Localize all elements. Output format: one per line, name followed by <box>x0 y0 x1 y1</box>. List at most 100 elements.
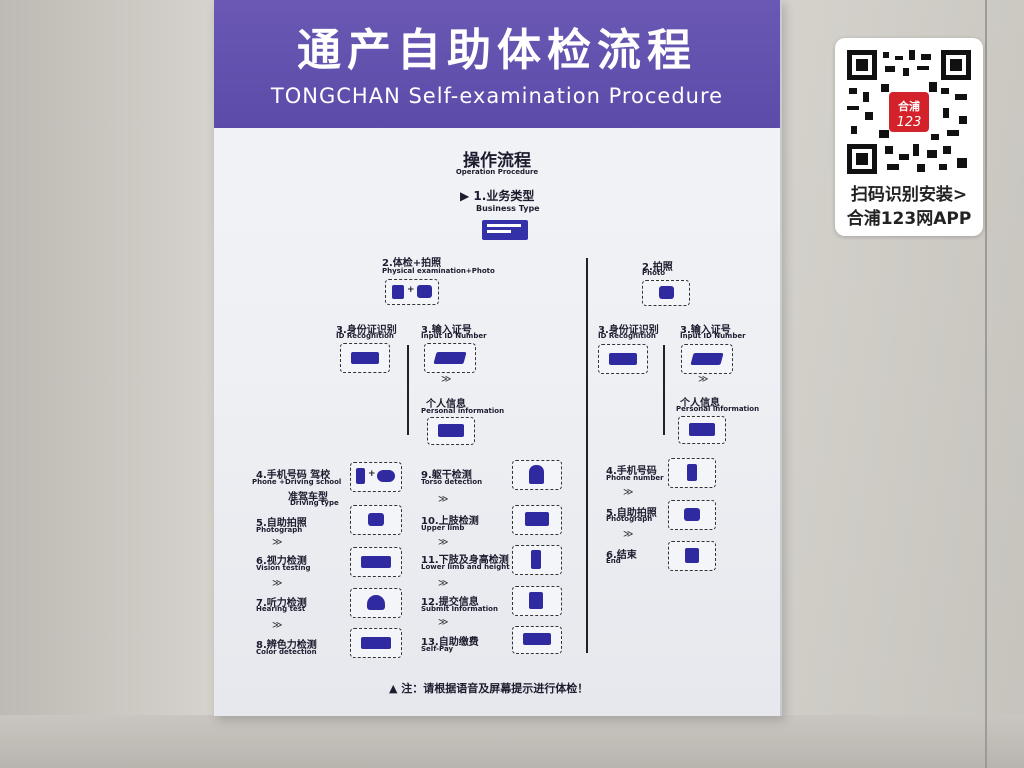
main-divider-line <box>586 258 588 653</box>
left-id-card-box <box>340 343 390 373</box>
phone-icon <box>687 464 697 481</box>
keypad-icon <box>690 353 724 365</box>
camera-icon <box>659 286 674 299</box>
left-personal-box <box>427 417 475 445</box>
right-personal-info-en: Personal information <box>676 405 760 413</box>
step9-en: Torso detection <box>421 478 483 486</box>
right-end-en: End <box>606 557 621 565</box>
step10-cn: 10.上肢检测 <box>421 516 479 527</box>
upper-limb-box <box>512 505 562 535</box>
left-personal-info-en: Personal information <box>421 407 505 415</box>
left-keypad-box <box>424 343 476 373</box>
car-icon <box>377 470 395 482</box>
hearing-box <box>350 588 402 618</box>
right-input-id-en: Input ID Number <box>680 332 746 340</box>
form-edit-icon <box>685 548 699 563</box>
step11-en: Lower limb and height <box>421 563 510 571</box>
qr-caption-line2: 合浦123网APP <box>846 209 972 229</box>
right-phone-cn: 4.手机号码 <box>606 466 657 477</box>
phone-school-box: + <box>350 462 402 492</box>
right-id-recognition-cn: 3.身份证识别 <box>598 325 659 336</box>
profile-card-icon <box>438 424 464 437</box>
step12-cn: 12.提交信息 <box>421 597 479 608</box>
phone-icon <box>356 468 365 484</box>
right-photo-step-box <box>668 500 716 530</box>
right-input-id-cn: 3.输入证号 <box>680 325 731 336</box>
upper-limb-icon <box>525 512 549 526</box>
business-type-cn: ▶ 1.业务类型 <box>460 189 535 203</box>
step2-photo-cn: 2.拍照 <box>642 262 673 273</box>
camera-icon <box>684 508 700 521</box>
svg-text:123: 123 <box>897 115 922 130</box>
left-input-id-cn: 3.输入证号 <box>421 325 472 336</box>
procedure-sign: 通产自助体检流程 TONGCHAN Self-examination Proce… <box>214 0 782 716</box>
qr-caption-line1: 扫码识别安装> <box>850 185 968 205</box>
business-type-icon <box>482 220 528 240</box>
step12-en: Submit Information <box>421 605 498 613</box>
profile-card-icon <box>689 423 715 436</box>
left-personal-info-cn: 个人信息 <box>426 399 466 410</box>
footer-note: ▲ 注：请根据语音及屏幕提示进行体检！ <box>389 682 589 695</box>
sign-title-cn: 通产自助体检流程 <box>297 25 697 76</box>
left-input-id-en: Input ID Number <box>421 332 487 340</box>
qr-code: 合浦 123 <box>843 46 975 178</box>
step4b-en: Driving type <box>290 499 339 507</box>
right-personal-info-cn: 个人信息 <box>680 398 720 409</box>
submit-box <box>512 586 562 616</box>
torso-box <box>512 460 562 490</box>
step11-cn: 11.下肢及身高检测 <box>421 555 509 566</box>
step4-en: Phone +Driving school <box>252 478 342 486</box>
qr-watermark: 合浦 123 扫码识别安装> 合浦123网APP <box>835 38 983 236</box>
step9-cn: 9.躯干检测 <box>421 470 472 481</box>
id-card-icon <box>609 353 637 365</box>
step2-photo-en: Photo <box>642 269 666 277</box>
right-id-card-box <box>598 344 648 374</box>
right-end-box <box>668 541 716 571</box>
exam-photo-box: + <box>385 279 439 305</box>
camera-icon <box>368 513 384 526</box>
step5-cn: 5.自助拍照 <box>256 518 307 529</box>
sign-title-en: TONGCHAN Self-examination Procedure <box>270 84 724 108</box>
qr-logo-text: 合浦 <box>898 99 920 113</box>
step13-en: Self-Pay <box>421 645 454 653</box>
step7-cn: 7.听力检测 <box>256 598 307 609</box>
color-box <box>350 628 402 658</box>
right-phone-en: Phone number <box>606 474 664 482</box>
clipboard-icon <box>392 285 404 299</box>
business-type-en: Business Type <box>476 204 540 213</box>
step2-exam-photo-cn: 2.体检+拍照 <box>382 258 442 269</box>
right-photo-step-cn: 5.自助拍照 <box>606 508 657 519</box>
wall-bottom <box>0 715 1024 768</box>
step7-en: Hearing test <box>256 605 306 613</box>
wall-left <box>0 0 215 768</box>
sign-banner: 通产自助体检流程 TONGCHAN Self-examination Proce… <box>214 0 780 128</box>
document-icon <box>529 592 543 609</box>
pay-box <box>512 626 562 654</box>
step13-cn: 13.自助缴费 <box>421 637 479 648</box>
operation-title-cn: 操作流程 <box>463 151 531 171</box>
step5-en: Photograph <box>256 526 303 534</box>
right-photo-box <box>642 280 690 306</box>
right-split-line <box>663 345 665 435</box>
left-id-recognition-en: ID Recognition <box>336 332 394 340</box>
photograph-box <box>350 505 402 535</box>
eye-chart-icon <box>361 556 391 568</box>
left-id-recognition-cn: 3.身份证识别 <box>336 325 397 336</box>
step2-exam-photo-en: Physical examination+Photo <box>382 267 495 275</box>
right-id-recognition-en: ID Recognition <box>598 332 656 340</box>
step10-en: Upper limb <box>421 524 465 532</box>
right-photo-step-en: Photograph <box>606 515 653 523</box>
left-split-line <box>407 345 409 435</box>
vision-box <box>350 547 402 577</box>
operation-title-en: Operation Procedure <box>455 168 539 176</box>
torso-icon <box>529 465 544 484</box>
right-end-cn: 6.结束 <box>606 550 637 561</box>
step8-en: Color detection <box>256 648 317 656</box>
step6-en: Vision testing <box>256 564 311 572</box>
step8-cn: 8.辨色力检测 <box>256 640 317 651</box>
step6-cn: 6.视力检测 <box>256 556 307 567</box>
right-keypad-box <box>681 344 733 374</box>
step4b-cn: 准驾车型 <box>288 492 328 503</box>
keypad-icon <box>433 352 467 364</box>
